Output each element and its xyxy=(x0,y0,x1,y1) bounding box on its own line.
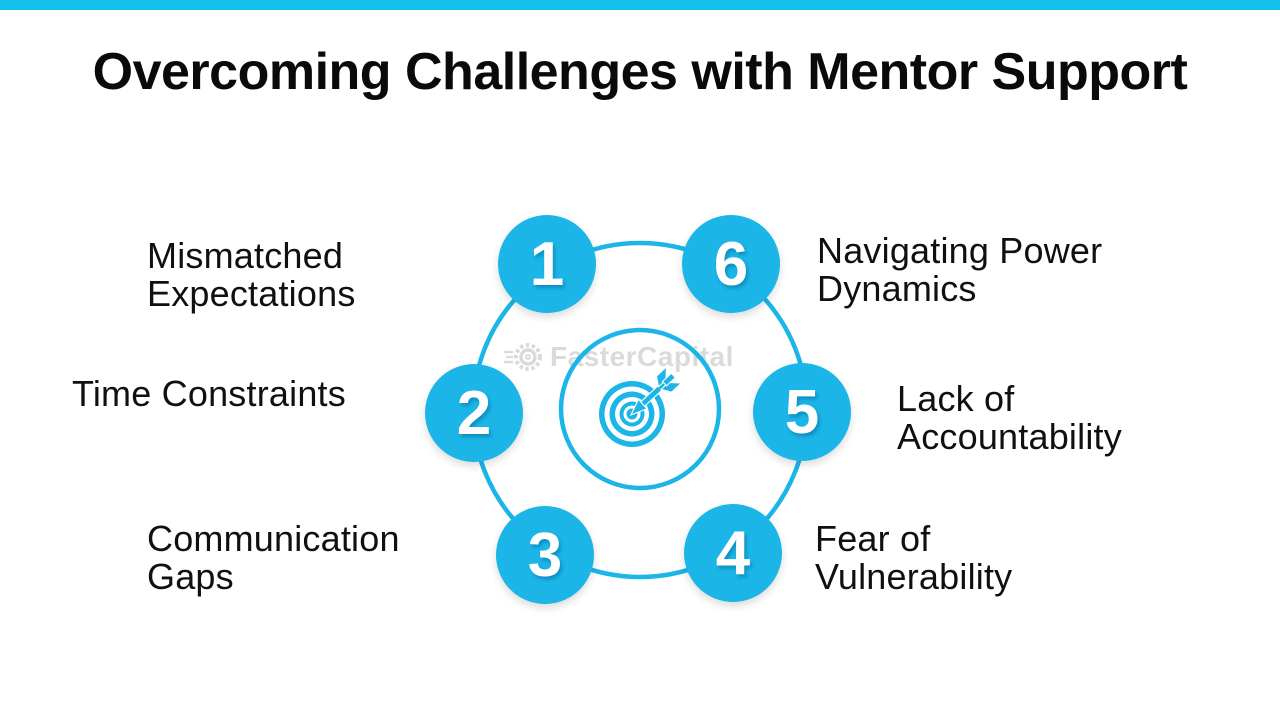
label-line: Vulnerability xyxy=(815,556,1013,597)
label-line: Time Constraints xyxy=(72,373,346,414)
gear-icon xyxy=(504,343,542,371)
label-line: Expectations xyxy=(147,273,356,314)
dart-arrow-icon xyxy=(629,365,683,417)
top-accent-bar xyxy=(0,0,1280,10)
label-navigating-power-dynamics: Navigating Power Dynamics xyxy=(817,232,1102,308)
label-line: Accountability xyxy=(897,416,1122,457)
label-line: Mismatched xyxy=(147,235,344,276)
step-circle-6: 6 xyxy=(682,215,780,313)
step-circle-1: 1 xyxy=(498,215,596,313)
label-line: Gaps xyxy=(147,556,234,597)
step-circle-3: 3 xyxy=(496,506,594,604)
label-line: Navigating Power xyxy=(817,230,1103,271)
inner-circle xyxy=(558,327,722,491)
label-line: Dynamics xyxy=(817,268,977,309)
label-line: Fear of xyxy=(815,518,931,559)
label-line: Lack of xyxy=(897,378,1015,419)
step-circle-4: 4 xyxy=(684,504,782,602)
page-title: Overcoming Challenges with Mentor Suppor… xyxy=(92,42,1188,101)
step-circle-2: 2 xyxy=(425,364,523,462)
label-mismatched-expectations: Mismatched Expectations xyxy=(147,237,356,313)
label-line: Communication xyxy=(147,518,400,559)
target-bullseye-icon xyxy=(599,365,683,447)
label-lack-of-accountability: Lack of Accountability xyxy=(897,380,1122,456)
label-fear-of-vulnerability: Fear of Vulnerability xyxy=(815,520,1012,596)
step-circle-5: 5 xyxy=(753,363,851,461)
label-communication-gaps: Communication Gaps xyxy=(147,520,400,596)
label-time-constraints: Time Constraints xyxy=(72,375,346,413)
